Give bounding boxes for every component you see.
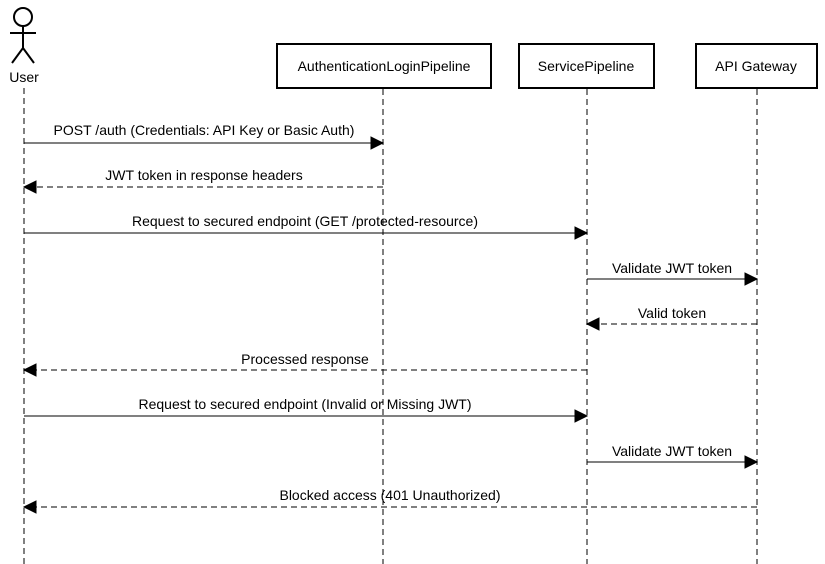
message-label: Blocked access (401 Unauthorized): [279, 487, 500, 503]
participant-box: [276, 43, 492, 89]
message-label: Validate JWT token: [612, 443, 732, 459]
participant-label: ServicePipeline: [538, 58, 635, 74]
arrowhead-icon: [744, 455, 759, 469]
message-label: Processed response: [241, 351, 369, 367]
participant-label: AuthenticationLoginPipeline: [298, 58, 471, 74]
arrowhead-icon: [22, 180, 37, 194]
arrowhead-icon: [370, 136, 385, 150]
arrowhead-icon: [574, 409, 589, 423]
participant-box: [518, 43, 655, 89]
message-validate-jwt-2: Validate JWT token: [587, 443, 759, 469]
arrowhead-icon: [574, 226, 589, 240]
message-label: Request to secured endpoint (Invalid or …: [138, 396, 471, 412]
actor-left-leg: [11, 47, 24, 64]
message-jwt-token: JWT token in response headers: [22, 167, 383, 194]
actor-label: User: [9, 69, 39, 85]
message-label: Request to secured endpoint (GET /protec…: [132, 213, 478, 229]
participant-auth: AuthenticationLoginPipeline: [276, 43, 492, 89]
actor-head: [13, 7, 33, 27]
message-label: Valid token: [638, 305, 706, 321]
participant-label: API Gateway: [715, 58, 797, 74]
arrowhead-icon: [744, 272, 759, 286]
actor-right-leg: [22, 47, 35, 64]
message-processed-response: Processed response: [22, 351, 587, 377]
arrowhead-icon: [22, 363, 37, 377]
message-label: POST /auth (Credentials: API Key or Basi…: [54, 122, 355, 138]
message-secured-request: Request to secured endpoint (GET /protec…: [24, 213, 589, 240]
participant-box: [695, 43, 818, 89]
message-invalid-request: Request to secured endpoint (Invalid or …: [24, 396, 589, 423]
participant-gateway: API Gateway: [695, 43, 818, 89]
message-post-auth: POST /auth (Credentials: API Key or Basi…: [24, 122, 385, 150]
message-blocked-access: Blocked access (401 Unauthorized): [22, 487, 757, 514]
arrowhead-icon: [585, 317, 600, 331]
arrowhead-icon: [22, 500, 37, 514]
message-validate-jwt: Validate JWT token: [587, 260, 759, 286]
participant-service: ServicePipeline: [518, 43, 655, 89]
actor-user: User: [9, 7, 39, 85]
message-label: JWT token in response headers: [105, 167, 302, 183]
message-valid-token: Valid token: [585, 305, 757, 331]
message-label: Validate JWT token: [612, 260, 732, 276]
